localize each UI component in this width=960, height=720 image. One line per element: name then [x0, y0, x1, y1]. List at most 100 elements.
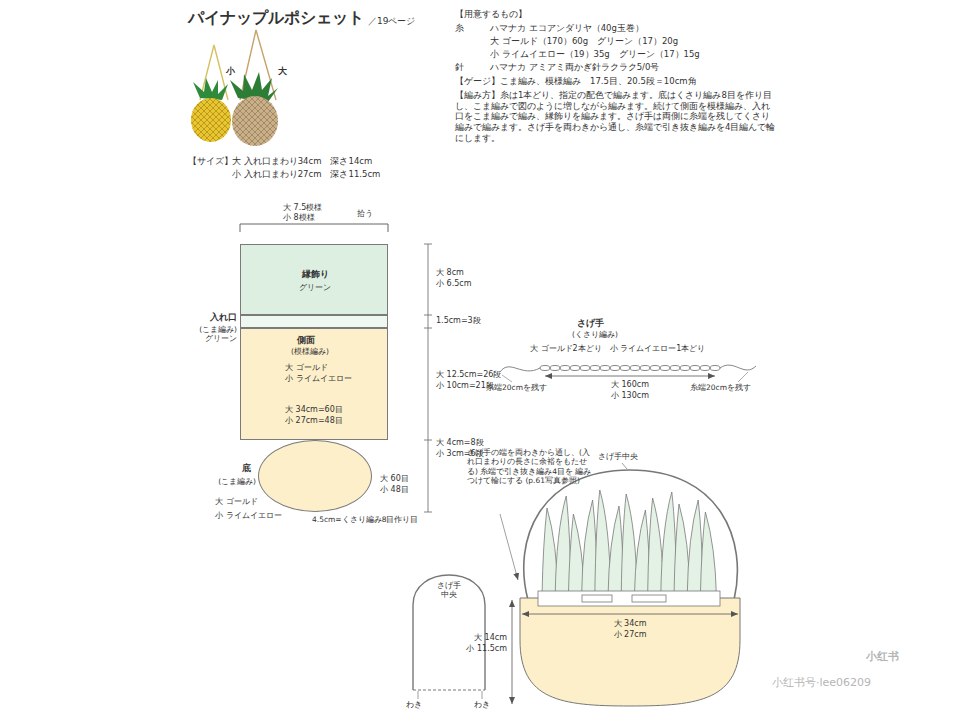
annotation: 大 14cm — [474, 633, 507, 643]
annotation: 4.5cm=くさり編み8目作り目 — [312, 515, 418, 524]
chain-stitch — [550, 366, 560, 371]
annotation: 大 8cm — [436, 268, 464, 278]
dimension-arrow — [512, 600, 513, 704]
leaves — [542, 490, 716, 596]
chain-stitch — [560, 366, 570, 371]
section-name: 側面 — [297, 335, 315, 346]
chain-stitch — [600, 366, 610, 371]
section-note: 小 ライムイエロー — [285, 374, 352, 384]
annotation: わき — [406, 700, 422, 709]
annotation: 小 ライムイエロー（19）35g グリーン（17）15g — [490, 49, 700, 60]
pattern-section: 側面(模様編み)大 ゴールド小 ライムイエロー大 34cm=60目小 27cm=… — [240, 328, 388, 440]
chain-stitch — [680, 366, 690, 371]
chain-stitch — [640, 366, 650, 371]
strap-chain — [500, 365, 756, 372]
leaves — [193, 78, 228, 100]
annotation: わき — [474, 700, 490, 709]
title: パイナップルポシェット — [188, 8, 364, 28]
chain-stitch — [700, 366, 710, 371]
annotation: 【ゲージ】こま編み、模様編み 17.5目、20.5段＝10cm角 — [455, 76, 697, 87]
annotation: 大 34cm — [614, 619, 647, 629]
annotation: 大 4cm=8段 — [436, 438, 484, 448]
chain-stitch — [620, 366, 630, 371]
chain-stitch — [660, 366, 670, 371]
annotation: 大 7.5模様 — [283, 203, 322, 213]
annotation: 大 ゴールド2本どり 小 ライムイエロー1本どり — [530, 344, 705, 354]
annotation: ハマナカ エコアンダリヤ（40g玉巻） — [490, 23, 644, 34]
leader-line — [482, 691, 483, 699]
annotation: 小 6.5cm — [436, 279, 471, 289]
section-note: グリーン — [299, 283, 331, 292]
small-bag-texture — [191, 98, 231, 142]
annotation: 小 27cm — [614, 630, 647, 640]
annotation: 大 入れ口まわり34cm 深さ14cm — [232, 156, 372, 167]
section-note: (こま編み) — [218, 477, 256, 486]
watermark: 小红书号·lee06209 — [772, 676, 871, 690]
annotation: 大 12.5cm=26段 — [436, 370, 501, 380]
annotation: 【用意するもの】 — [455, 9, 527, 20]
annotation: さげ手 — [577, 318, 604, 329]
annotation: 小 48目 — [380, 485, 409, 495]
section-note: (模様編み) — [291, 347, 329, 356]
big-bag-texture — [232, 96, 278, 146]
pattern-section: 入れ口(こま編み) グリーン — [240, 315, 388, 328]
annotation: 大 60目 — [380, 474, 409, 484]
section-note: 小 27cm=48目 — [285, 416, 343, 426]
annotation: 【サイズ】 — [188, 156, 233, 167]
bracket — [240, 224, 388, 232]
dimension-line — [424, 244, 432, 512]
leader-line — [622, 463, 627, 469]
leader-line — [418, 691, 419, 699]
leader-line — [502, 375, 512, 382]
annotation: 拾う — [357, 209, 373, 219]
section-note: 小 ライムイエロー — [215, 511, 282, 521]
annotation: 小 8模様 — [283, 213, 315, 223]
dimension-arrow — [545, 376, 715, 377]
section-name: 底 — [242, 463, 251, 474]
section-note: 大 ゴールド — [285, 363, 328, 373]
opening-line — [413, 690, 485, 691]
leader-line — [500, 514, 518, 580]
annotation: 針 — [455, 62, 464, 73]
chain-stitch — [590, 366, 600, 371]
annotation: さげ手の端を両わきから通し、(入れ口まわりの長さに余裕をもたせる) 糸端で引き抜… — [467, 448, 592, 486]
leader-line — [738, 372, 748, 382]
dimension-arrow — [522, 614, 738, 615]
annotation: 小 入れ口まわり27cm 深さ11.5cm — [232, 169, 380, 180]
handle — [524, 470, 738, 600]
annotation: (くさり編み) — [572, 330, 618, 339]
annotation: 1.5cm=3段 — [436, 316, 481, 326]
strap-loop — [413, 575, 485, 690]
small-bag — [191, 98, 231, 142]
chain-stitch — [710, 366, 720, 371]
chain-stitch — [670, 366, 680, 371]
watermark: 小红书 — [866, 650, 899, 664]
chain-stitch — [540, 366, 550, 371]
annotation: 小 11.5cm — [466, 644, 507, 654]
annotation: さげ手中央 — [598, 452, 638, 462]
leaf — [700, 512, 716, 596]
annotation: 小 — [226, 66, 235, 77]
annotation: 大 ゴールド（170）60g グリーン（17）20g — [490, 36, 678, 47]
chain-stitch — [580, 366, 590, 371]
chain-stitch — [610, 366, 620, 371]
section-name: 入れ口 — [210, 312, 237, 323]
bag-body — [520, 598, 740, 706]
chain-stitch — [630, 366, 640, 371]
annotation: さげ手 中央 — [435, 581, 463, 600]
annotation: 大 160cm — [611, 380, 649, 390]
big-bag — [232, 96, 278, 146]
photo-bags — [191, 30, 278, 146]
chain-stitch — [570, 366, 580, 371]
handle-slot — [632, 595, 666, 602]
opening-band — [538, 591, 720, 606]
annotation: 小 130cm — [611, 391, 649, 401]
chain-stitch — [690, 366, 700, 371]
annotation: 【編み方】糸は1本どり、指定の配色で編みます。底はくさり編み8目を作り目し、こま… — [455, 90, 777, 143]
annotation: 糸端20cmを残す — [690, 383, 751, 392]
chain-stitch — [650, 366, 660, 371]
annotation: 大 — [278, 66, 287, 77]
annotation: 小 10cm=21段 — [436, 381, 494, 391]
base-oval: 底(こま編み)大 ゴールド小 ライムイエロー — [258, 440, 372, 512]
